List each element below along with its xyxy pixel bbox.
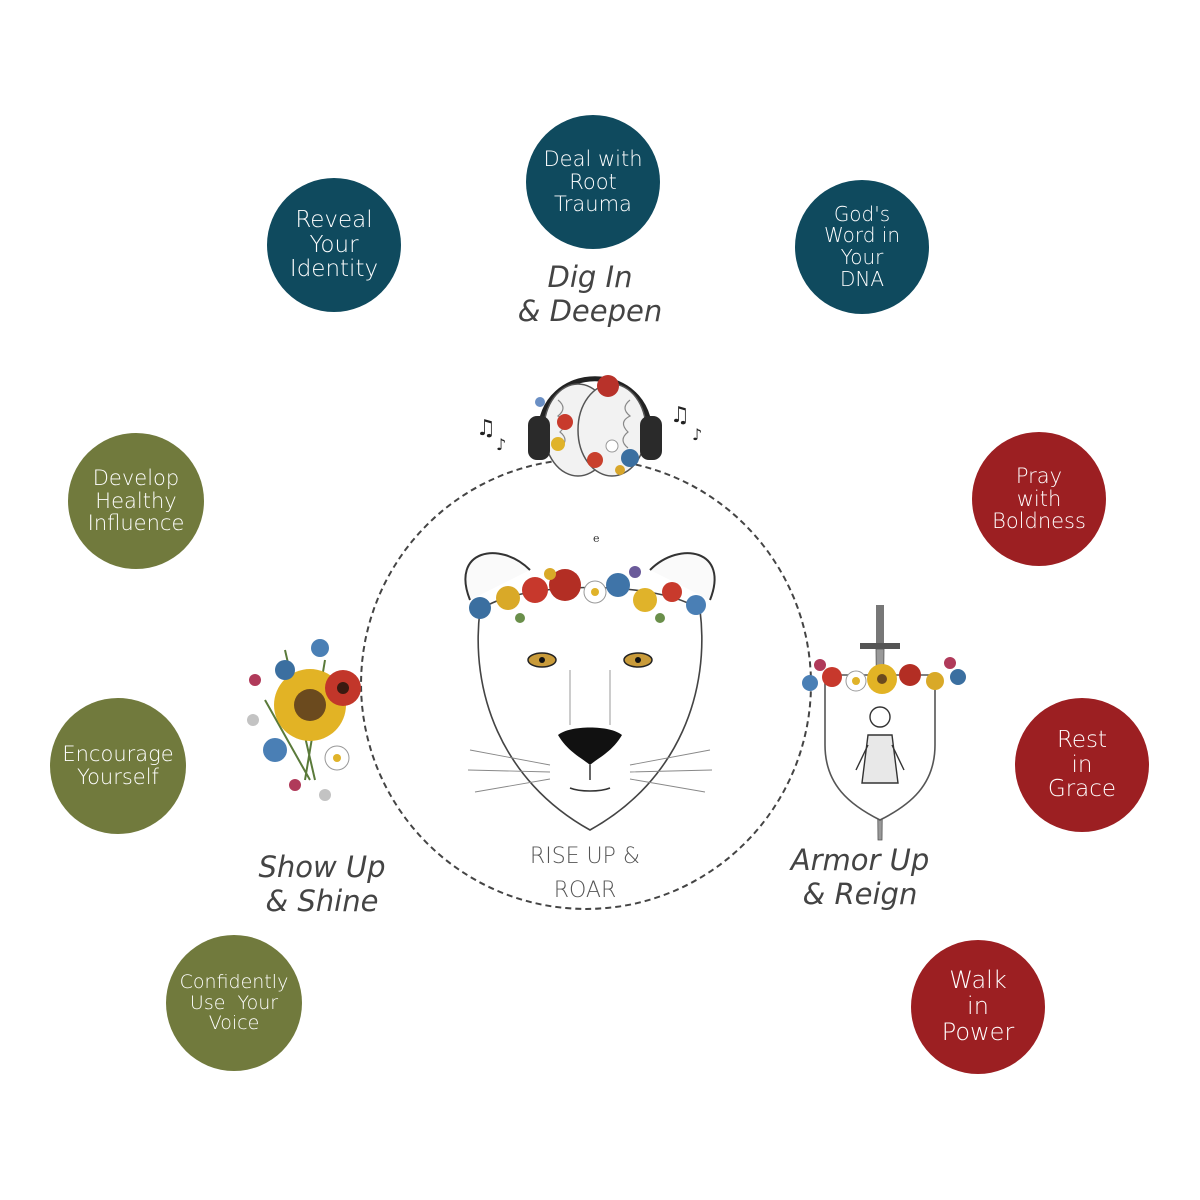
bubble-text: Your xyxy=(840,245,884,269)
bubble-text: Use Your xyxy=(189,991,279,1014)
bubble-text: Develop xyxy=(92,465,180,490)
bubble-text: Word in xyxy=(824,223,900,248)
bubble-reveal-your-identity: Reveal Your Identity xyxy=(267,178,401,312)
bubble-text: Identity xyxy=(289,256,379,283)
bubble-confidently-use-your-voice: Confidently Use Your Voice xyxy=(166,935,302,1071)
bubble-text: Deal with xyxy=(543,146,643,171)
section-label-line: Armor Up xyxy=(790,843,930,877)
bubble-pray-with-boldness: Pray with Boldness xyxy=(972,432,1106,566)
svg-text:♫: ♫ xyxy=(670,403,690,428)
bubble-text: Encourage xyxy=(62,742,174,767)
bubble-text: Root xyxy=(569,169,617,194)
bubble-text: Boldness xyxy=(992,509,1086,534)
bubble-rest-in-grace: Rest in Grace xyxy=(1015,698,1149,832)
bubble-text: Voice xyxy=(208,1012,260,1035)
section-label-dig-in: Dig In & Deepen xyxy=(490,260,690,328)
bubble-text: God's xyxy=(833,201,891,226)
bubble-text: Pray xyxy=(1015,463,1063,488)
section-label-line: & Deepen xyxy=(517,294,663,329)
bubble-text: in xyxy=(1071,751,1093,778)
bubble-text: Influence xyxy=(87,511,185,536)
section-label-line: & Reign xyxy=(802,877,918,912)
section-label-armor-up: Armor Up & Reign xyxy=(760,843,960,911)
bubble-encourage-yourself: Encourage Yourself xyxy=(50,698,186,834)
center-label-line: ROAR xyxy=(553,878,617,904)
brain-headphones-icon: ♫ ♪ ♫ ♪ xyxy=(476,375,702,477)
center-label: RISE UP & ROAR xyxy=(500,840,670,908)
bubble-text: Reveal xyxy=(295,206,373,233)
bubble-text: Confidently xyxy=(179,971,289,994)
sunflower-bouquet-icon xyxy=(247,639,361,801)
bubble-text: Your xyxy=(309,231,359,258)
bubble-text: Rest xyxy=(1056,726,1108,753)
shield-sword-warrior-icon xyxy=(802,605,966,841)
bubble-text: Walk xyxy=(949,966,1007,995)
svg-text:♪: ♪ xyxy=(692,425,702,444)
bubble-walk-in-power: Walk in Power xyxy=(911,940,1045,1074)
small-mark: e xyxy=(593,532,600,545)
section-label-line: & Shine xyxy=(265,884,379,919)
bubble-gods-word-in-your-dna: God's Word in Your DNA xyxy=(795,180,929,314)
bubble-text: DNA xyxy=(839,266,885,291)
bubble-text: with xyxy=(1016,486,1062,511)
bubble-text: Grace xyxy=(1047,776,1117,803)
bubble-text: Healthy xyxy=(95,488,177,513)
svg-text:♪: ♪ xyxy=(496,435,506,454)
section-label-line: Show Up xyxy=(258,850,386,884)
section-label-line: Dig In xyxy=(547,260,633,294)
bubble-deal-with-root-trauma: Deal with Root Trauma xyxy=(526,115,660,249)
bubble-develop-healthy-influence: Develop Healthy Influence xyxy=(68,433,204,569)
bubble-text: Power xyxy=(941,1017,1015,1046)
bubble-text: in xyxy=(967,992,989,1021)
center-label-line: RISE UP & xyxy=(529,844,641,869)
lioness-flower-crown-icon xyxy=(464,552,716,831)
section-label-show-up: Show Up & Shine xyxy=(222,850,422,918)
bubble-text: Trauma xyxy=(554,192,632,217)
bubble-text: Yourself xyxy=(77,765,159,789)
svg-text:♫: ♫ xyxy=(476,416,496,441)
